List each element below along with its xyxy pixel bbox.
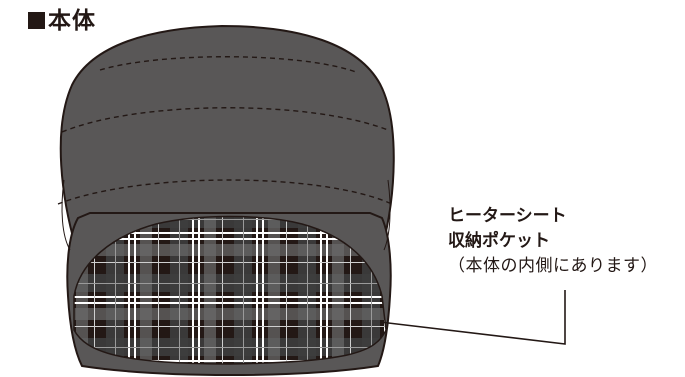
page-title-text: 本体 — [48, 8, 96, 34]
square-bullet-icon — [28, 12, 45, 29]
beanie-crown — [59, 24, 395, 249]
plaid-pocket — [73, 215, 387, 365]
stitch-seam-1 — [99, 56, 357, 73]
callout-line-1: ヒーターシート — [448, 206, 567, 226]
right-fold-line — [383, 179, 391, 251]
stitch-seam-3 — [57, 179, 393, 205]
callout-leader-line — [379, 290, 566, 345]
stitch-seam-2 — [61, 107, 389, 133]
callout-note: （本体の内側にあります） — [448, 256, 658, 276]
page-title: 本体 — [28, 6, 96, 36]
pocket-callout: ヒーターシート 収納ポケット （本体の内側にあります） — [448, 204, 658, 279]
callout-line-2: 収納ポケット — [448, 231, 550, 251]
left-fold-line — [61, 179, 71, 251]
